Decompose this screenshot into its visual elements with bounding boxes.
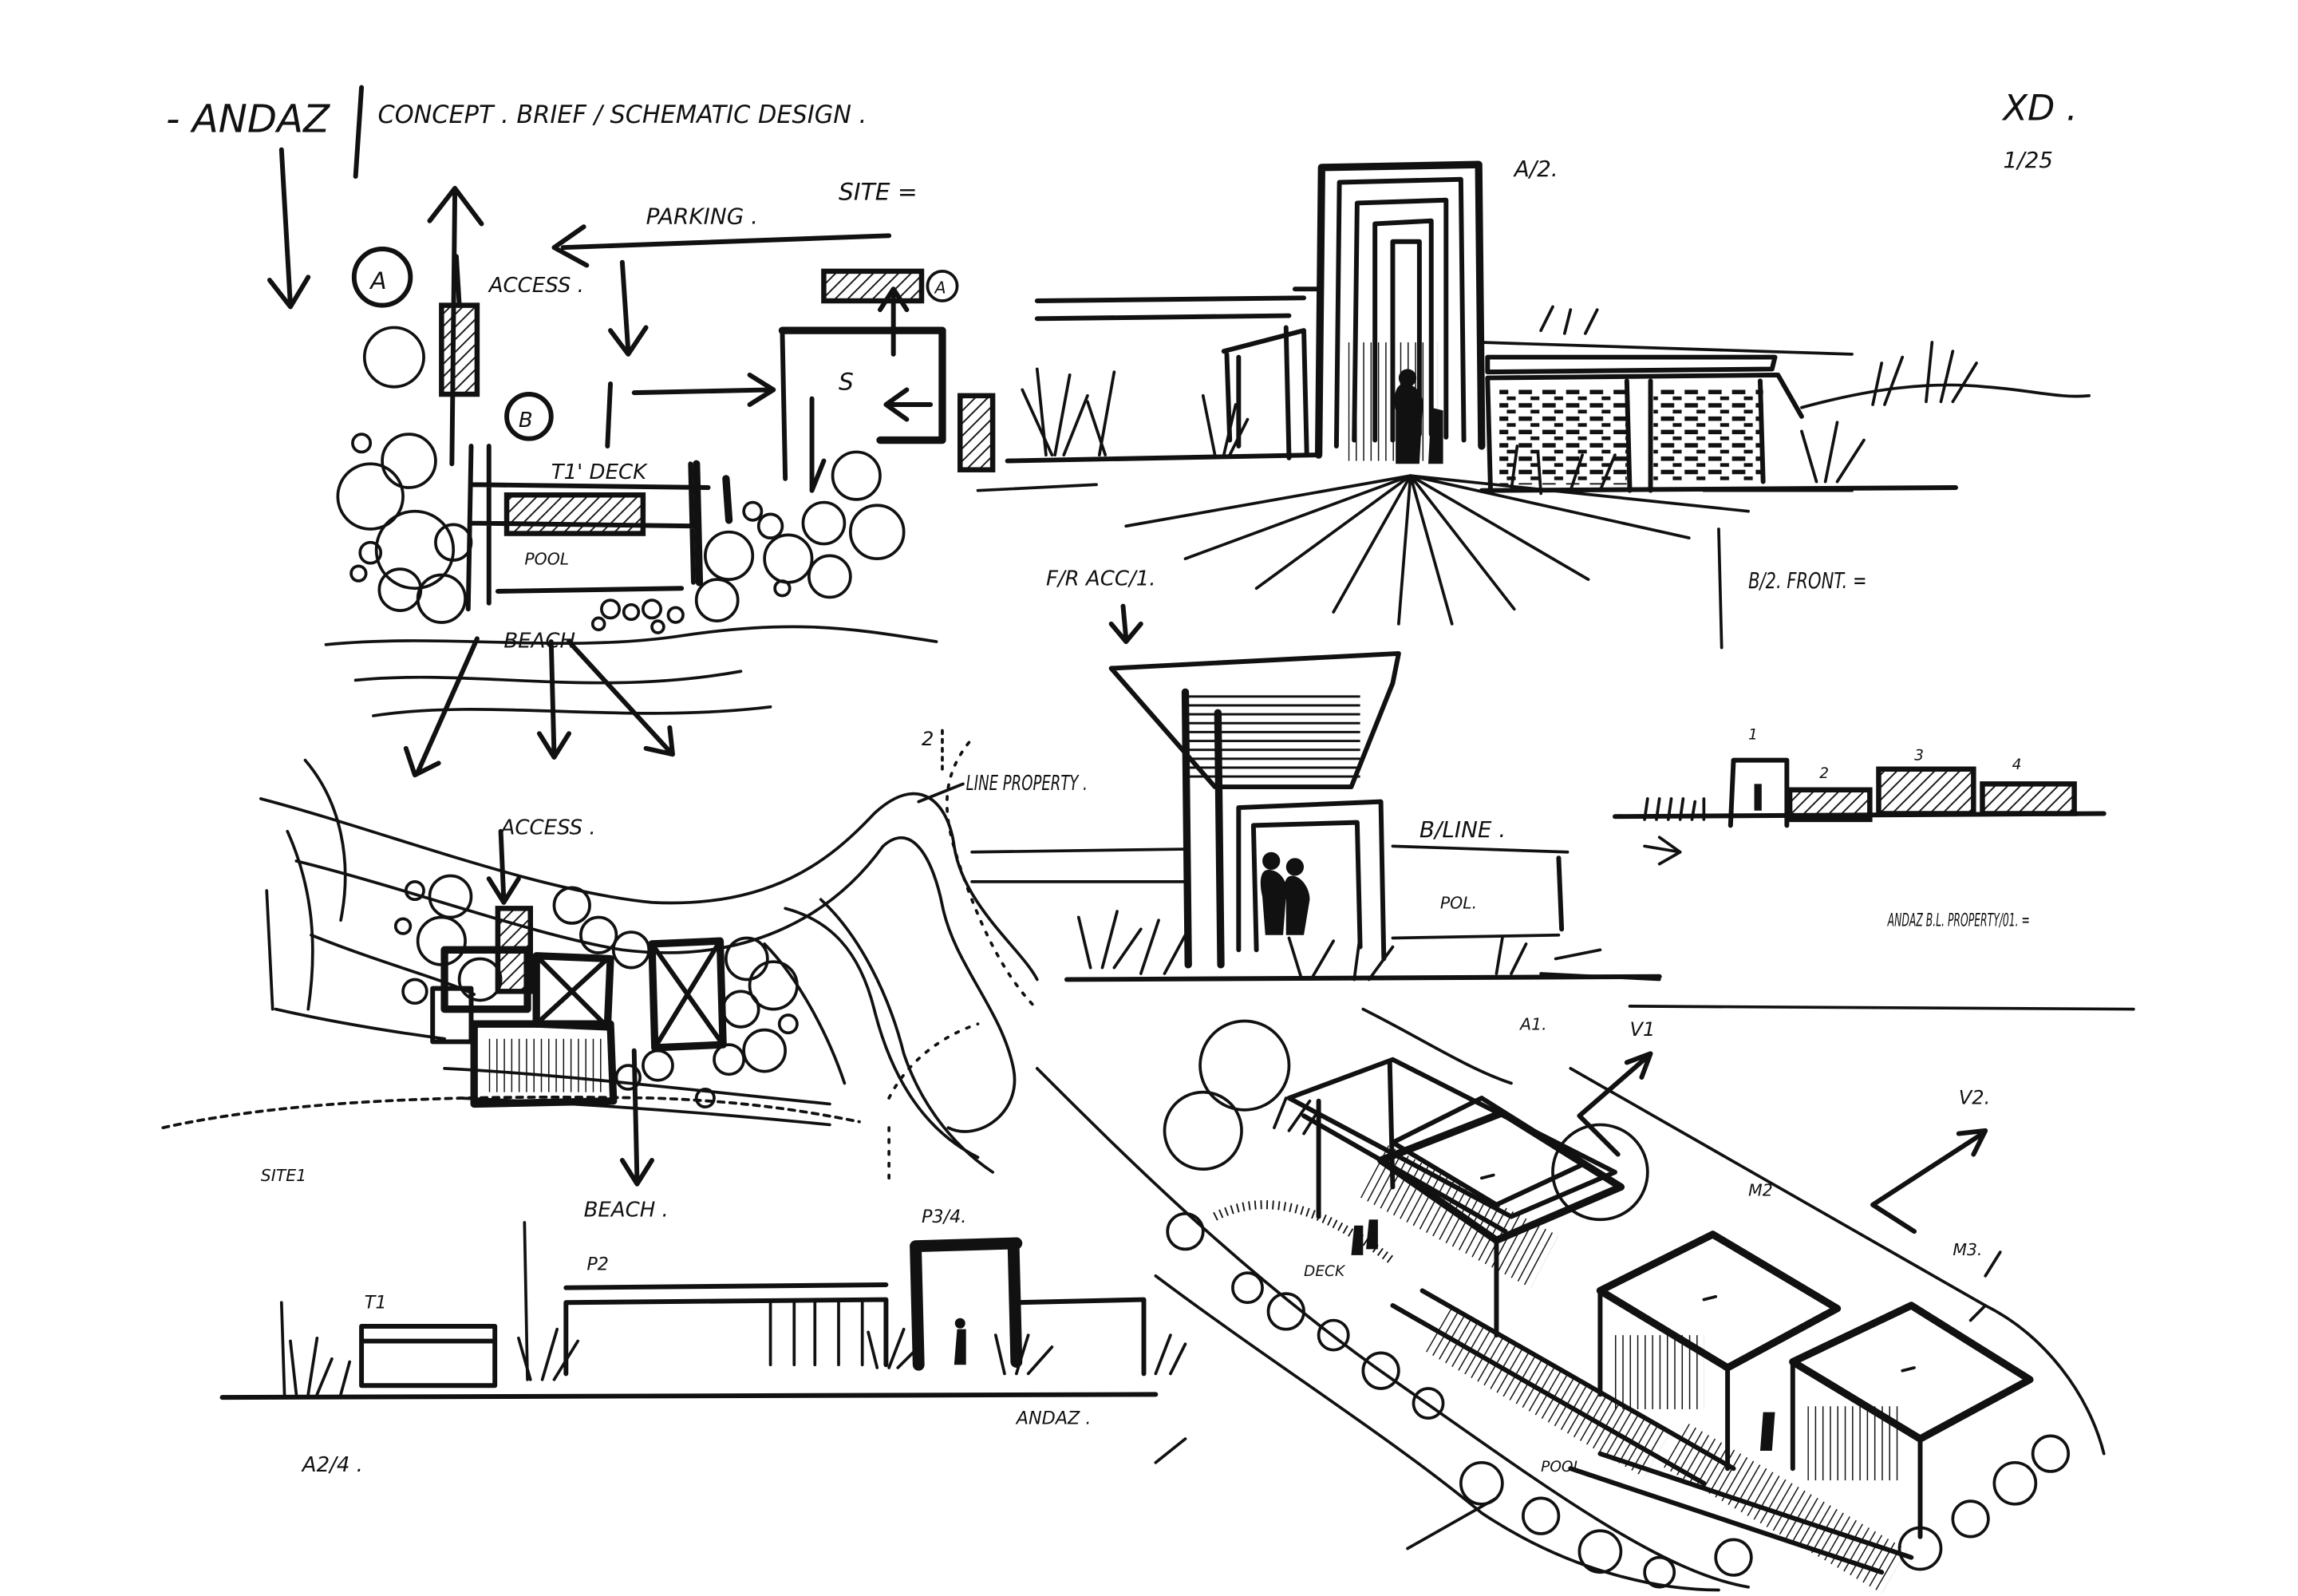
- drawing-scale: 1/25: [2003, 147, 2053, 173]
- beach-label: BEACH: [503, 630, 575, 654]
- site-label: SITE1: [261, 1166, 306, 1185]
- view-ref-a2: A/2.: [1513, 156, 1558, 182]
- view-ref-fr: F/R ACC/1.: [1046, 567, 1156, 591]
- design-stage: CONCEPT . BRIEF / SCHEMATIC DESIGN .: [378, 101, 867, 129]
- axo-m2: M2: [1748, 1181, 1773, 1200]
- access-note: ACCESS .: [488, 274, 584, 298]
- pool-label: POOL: [524, 550, 569, 569]
- site-access-label: ACCESS .: [499, 816, 596, 839]
- axo-a1: A1.: [1518, 1015, 1546, 1034]
- axo-v1: V1: [1630, 1018, 1656, 1041]
- elevation-ref: P3/4.: [922, 1207, 966, 1227]
- zone-a-label: A: [369, 267, 386, 295]
- elevation-andaz: ANDAZ .: [1015, 1408, 1092, 1429]
- zone-a2-label: A: [934, 279, 946, 298]
- front-elevation-label: B/2. FRONT. =: [1748, 567, 1867, 594]
- author-initials: XD .: [2001, 87, 2077, 128]
- street-elevation: T1 P2 P3/4. ANDAZ . A2/4 .: [219, 1207, 1187, 1477]
- zone-b-label: B: [519, 409, 533, 433]
- project-title: - ANDAZ: [166, 97, 330, 141]
- axo-v2: V2.: [1959, 1086, 1991, 1108]
- entry-pool-label: POL.: [1440, 893, 1477, 912]
- site-beach-label: BEACH .: [584, 1199, 669, 1223]
- massing-number-4: 4: [2012, 757, 2022, 773]
- service-zone-label: S: [839, 368, 854, 396]
- property-marker: 2: [922, 728, 934, 750]
- zoning-plan-diagram: A B A ACCESS . PARKING . SITE = S T1' DE…: [267, 147, 996, 778]
- entry-perspective: F/R ACC/1. B/LINE . POL.: [946, 567, 1662, 1011]
- building-line-label: B/LINE .: [1419, 816, 1506, 843]
- front-perspective: A/2. B/2. FRONT. =: [976, 156, 2091, 650]
- site-plan: 2 LINE PROPERTY . ACCESS . SITE1 BEACH .: [161, 728, 1088, 1223]
- massing-number-3: 3: [1914, 748, 1924, 764]
- deck-label: T1' DECK: [551, 460, 648, 484]
- elevation-t1: T1: [365, 1293, 387, 1314]
- axo-m3: M3.: [1953, 1240, 1982, 1259]
- axo-pool: POOL: [1541, 1459, 1581, 1476]
- title-block: - ANDAZ CONCEPT . BRIEF / SCHEMATIC DESI…: [166, 85, 2078, 180]
- massing-diagram: 1 2 3 4 ANDAZ B.L. PROPERTY/01. =: [1613, 727, 2135, 1011]
- property-line-label: LINE PROPERTY .: [966, 772, 1088, 796]
- axo-deck: DECK: [1304, 1263, 1346, 1280]
- massing-number-2: 2: [1819, 765, 1829, 782]
- elevation-p2: P2: [586, 1254, 609, 1274]
- parking-note: PARKING .: [646, 203, 758, 229]
- site-note: SITE =: [839, 179, 918, 207]
- axonometric-view: A1. V1 V2. M2 M3. POOL DECK: [1035, 1007, 2106, 1594]
- elevation-sheet-ref: A2/4 .: [301, 1453, 363, 1477]
- massing-number-1: 1: [1748, 727, 1758, 744]
- massing-note: ANDAZ B.L. PROPERTY/01. =: [1887, 911, 2030, 931]
